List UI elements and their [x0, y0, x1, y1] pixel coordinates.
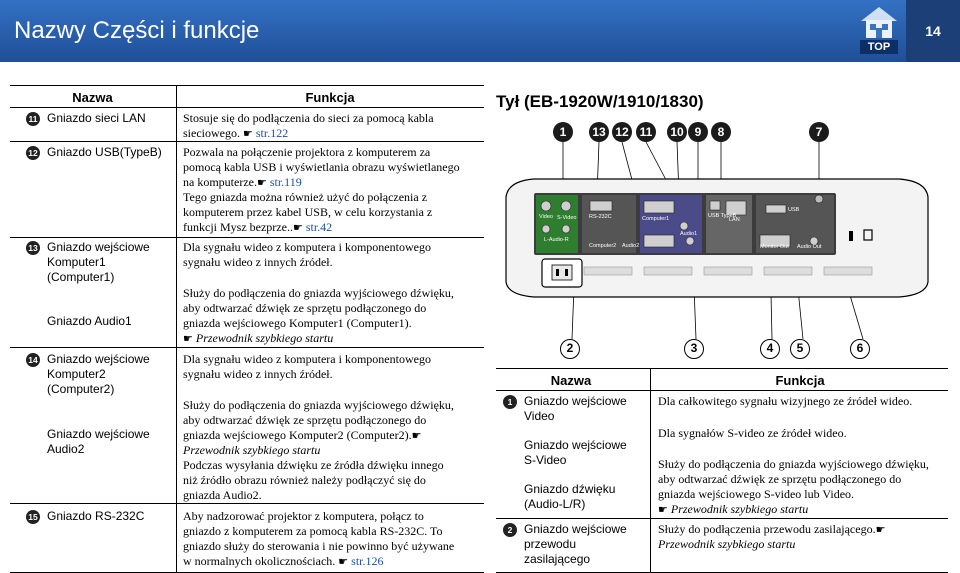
row-badge: 14 — [26, 353, 40, 367]
home-icon — [860, 7, 898, 54]
usb-port-function: Pozwala na połączenie projektora z kompu… — [183, 145, 460, 234]
callout-8: 8 — [711, 122, 731, 142]
svg-text:USB TypeB: USB TypeB — [708, 213, 737, 219]
page-title: Nazwy Części i funkcje — [14, 17, 260, 44]
page-link[interactable]: str.126 — [351, 554, 384, 568]
row-badge: 12 — [26, 146, 40, 160]
callout-5: 5 — [790, 339, 810, 359]
callout-12: 12 — [612, 122, 632, 142]
row-badge: 15 — [26, 510, 40, 524]
callout-1: 1 — [553, 122, 573, 142]
callout-10: 10 — [667, 122, 687, 142]
svg-text:Monitor Out: Monitor Out — [760, 244, 789, 250]
video-port-function: Dla całkowitego sygnału wizyjnego ze źró… — [658, 394, 913, 408]
function-column-header: Funkcja — [775, 373, 825, 388]
page-link[interactable]: str.119 — [269, 175, 302, 189]
callout-13: 13 — [589, 122, 609, 142]
callout-3: 3 — [684, 339, 704, 359]
audio1-port-name: Gniazdo Audio1 — [47, 314, 132, 328]
svg-text:Computer2: Computer2 — [589, 243, 616, 249]
svg-text:S-Video: S-Video — [557, 215, 576, 221]
computer1-port-function: Dla sygnału wideo z komputera i komponen… — [183, 240, 431, 269]
top-button[interactable]: TOP — [858, 4, 900, 56]
svg-text:RS-232C: RS-232C — [589, 214, 612, 220]
svg-text:USB: USB — [788, 207, 800, 213]
callout-9: 9 — [688, 122, 708, 142]
rs232c-port-name: Gniazdo RS-232C — [47, 509, 145, 523]
lan-port-function: Stosuje się do podłączenia do sieci za p… — [183, 111, 434, 140]
page-header: Nazwy Części i funkcje — [0, 0, 960, 62]
rear-heading: Tył (EB-1920W/1910/1830) — [496, 92, 704, 111]
row-badge: 1 — [503, 395, 517, 409]
lan-port-name: Gniazdo sieci LAN — [47, 111, 146, 125]
row-badge: 13 — [26, 241, 40, 255]
row-badge: 2 — [503, 523, 517, 537]
callout-7: 7 — [809, 122, 829, 142]
usb-port-name: Gniazdo USB(TypeB) — [47, 145, 162, 159]
name-column-header: Nazwa — [550, 373, 592, 388]
audio1-port-function: Służy do podłączenia do gniazda wyjściow… — [183, 286, 454, 345]
name-column-header: Nazwa — [72, 90, 113, 105]
power-port-function: Służy do podłączenia przewodu zasilające… — [658, 522, 886, 551]
page-link[interactable]: str.122 — [255, 126, 289, 140]
rs232c-port-function: Aby nadzorować projektor z komputera, po… — [183, 509, 455, 568]
row-badge: 11 — [26, 112, 40, 126]
svg-text:L-Audio-R: L-Audio-R — [544, 237, 569, 243]
audio-lr-port-function: Służy do podłączenia do gniazda wyjściow… — [658, 457, 929, 516]
svg-text:Audio1: Audio1 — [680, 231, 697, 237]
callout-4: 4 — [760, 339, 780, 359]
svg-text:Audio Out: Audio Out — [797, 244, 822, 250]
page-number: 14 — [906, 0, 960, 62]
callout-11: 11 — [636, 122, 656, 142]
audio-lr-port-name: Gniazdo dźwięku(Audio-L/R) — [524, 482, 616, 511]
callout-6: 6 — [850, 339, 870, 359]
audio2-port-function: Służy do podłączenia do gniazda wyjściow… — [183, 398, 454, 502]
page-link[interactable]: str.42 — [305, 220, 333, 234]
computer2-port-function: Dla sygnału wideo z komputera i komponen… — [183, 352, 431, 381]
svg-text:Computer1: Computer1 — [642, 216, 669, 222]
top-label: TOP — [867, 41, 891, 53]
svg-text:Video: Video — [539, 214, 553, 220]
svg-text:LAN: LAN — [729, 217, 740, 223]
svg-text:Audio2: Audio2 — [622, 243, 639, 249]
callout-2: 2 — [560, 339, 580, 359]
projector-rear-diagram: Video S-Video L-Audio-R RS-232C Computer… — [505, 141, 929, 340]
function-column-header: Funkcja — [305, 90, 355, 105]
svideo-port-function: Dla sygnałów S-video ze źródeł wideo. — [658, 426, 847, 440]
